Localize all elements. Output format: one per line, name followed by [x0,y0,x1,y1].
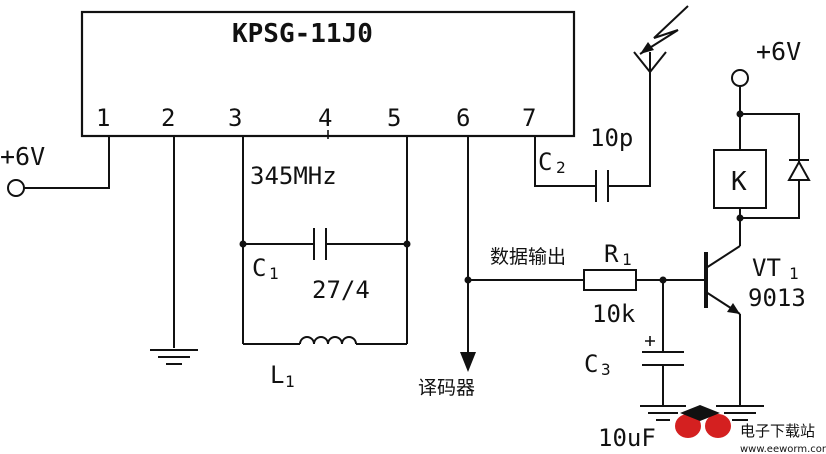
decoder-label: 译码器 [418,377,475,399]
pin-5-label: 5 [387,104,401,132]
r1-sub: 1 [622,250,632,269]
ic-name: KPSG-11J0 [232,19,373,49]
antenna-icon [633,51,667,73]
pin-7-label: 7 [522,104,536,132]
ground-symbol-emitter [716,405,764,421]
pin-1-label: 1 [96,104,110,132]
c3-value: 10uF [598,424,656,452]
capacitor-c1 [313,228,327,260]
ground-symbol-pin2 [150,349,198,365]
c2-label: C [538,148,552,176]
resistor-r1 [583,269,637,291]
decoder-arrow [460,352,476,372]
diode-loop-wire [740,113,800,219]
transistor-collector [705,245,741,269]
c3-sub: 3 [601,360,611,379]
pin-1-wire [24,136,110,189]
junction-diode-bottom [736,214,744,222]
supply-right-terminal [731,69,749,87]
c3-plus-sign [645,336,655,346]
watermark-url: www.eeworm.com [740,444,826,454]
vt1-sub: 1 [789,264,799,283]
pin-4-label: 4 [318,104,332,132]
vt1-label: VT [752,254,781,282]
c1-value: 27/4 [312,276,370,304]
l1-sub: 1 [285,372,295,391]
watermark-brand: 电子下载站 [740,422,815,440]
supply-left-terminal [7,179,25,197]
r1-label: R [604,240,619,268]
c1-label: C [252,254,266,282]
r1-value: 10k [592,300,636,328]
c1-sub: 1 [269,264,279,283]
watermark-logo [675,405,731,438]
c3-label: C [584,350,598,378]
l1-label: L [270,361,284,389]
vt1-model: 9013 [748,284,806,312]
inductor-l1 [299,336,357,345]
capacitor-c2 [595,170,609,202]
pin-6-label: 6 [456,104,470,132]
relay-label: K [731,167,747,197]
ground-symbol-c3 [640,405,686,421]
flyback-diode [787,159,811,181]
pin-2-label: 2 [161,104,175,132]
transistor-emitter-arrow [727,303,740,314]
supply-right-label: +6V [756,37,801,66]
radio-wave-icon [639,5,689,55]
data-output-label: 数据输出 [490,246,566,268]
pin-7-wire [534,136,596,187]
supply-left-label: +6V [0,142,45,171]
pin-3-label: 3 [228,104,242,132]
c2-value: 10p [590,124,633,152]
frequency-label: 345MHz [250,162,337,190]
c2-sub: 2 [556,158,566,177]
c2-to-antenna-wire [608,72,651,187]
